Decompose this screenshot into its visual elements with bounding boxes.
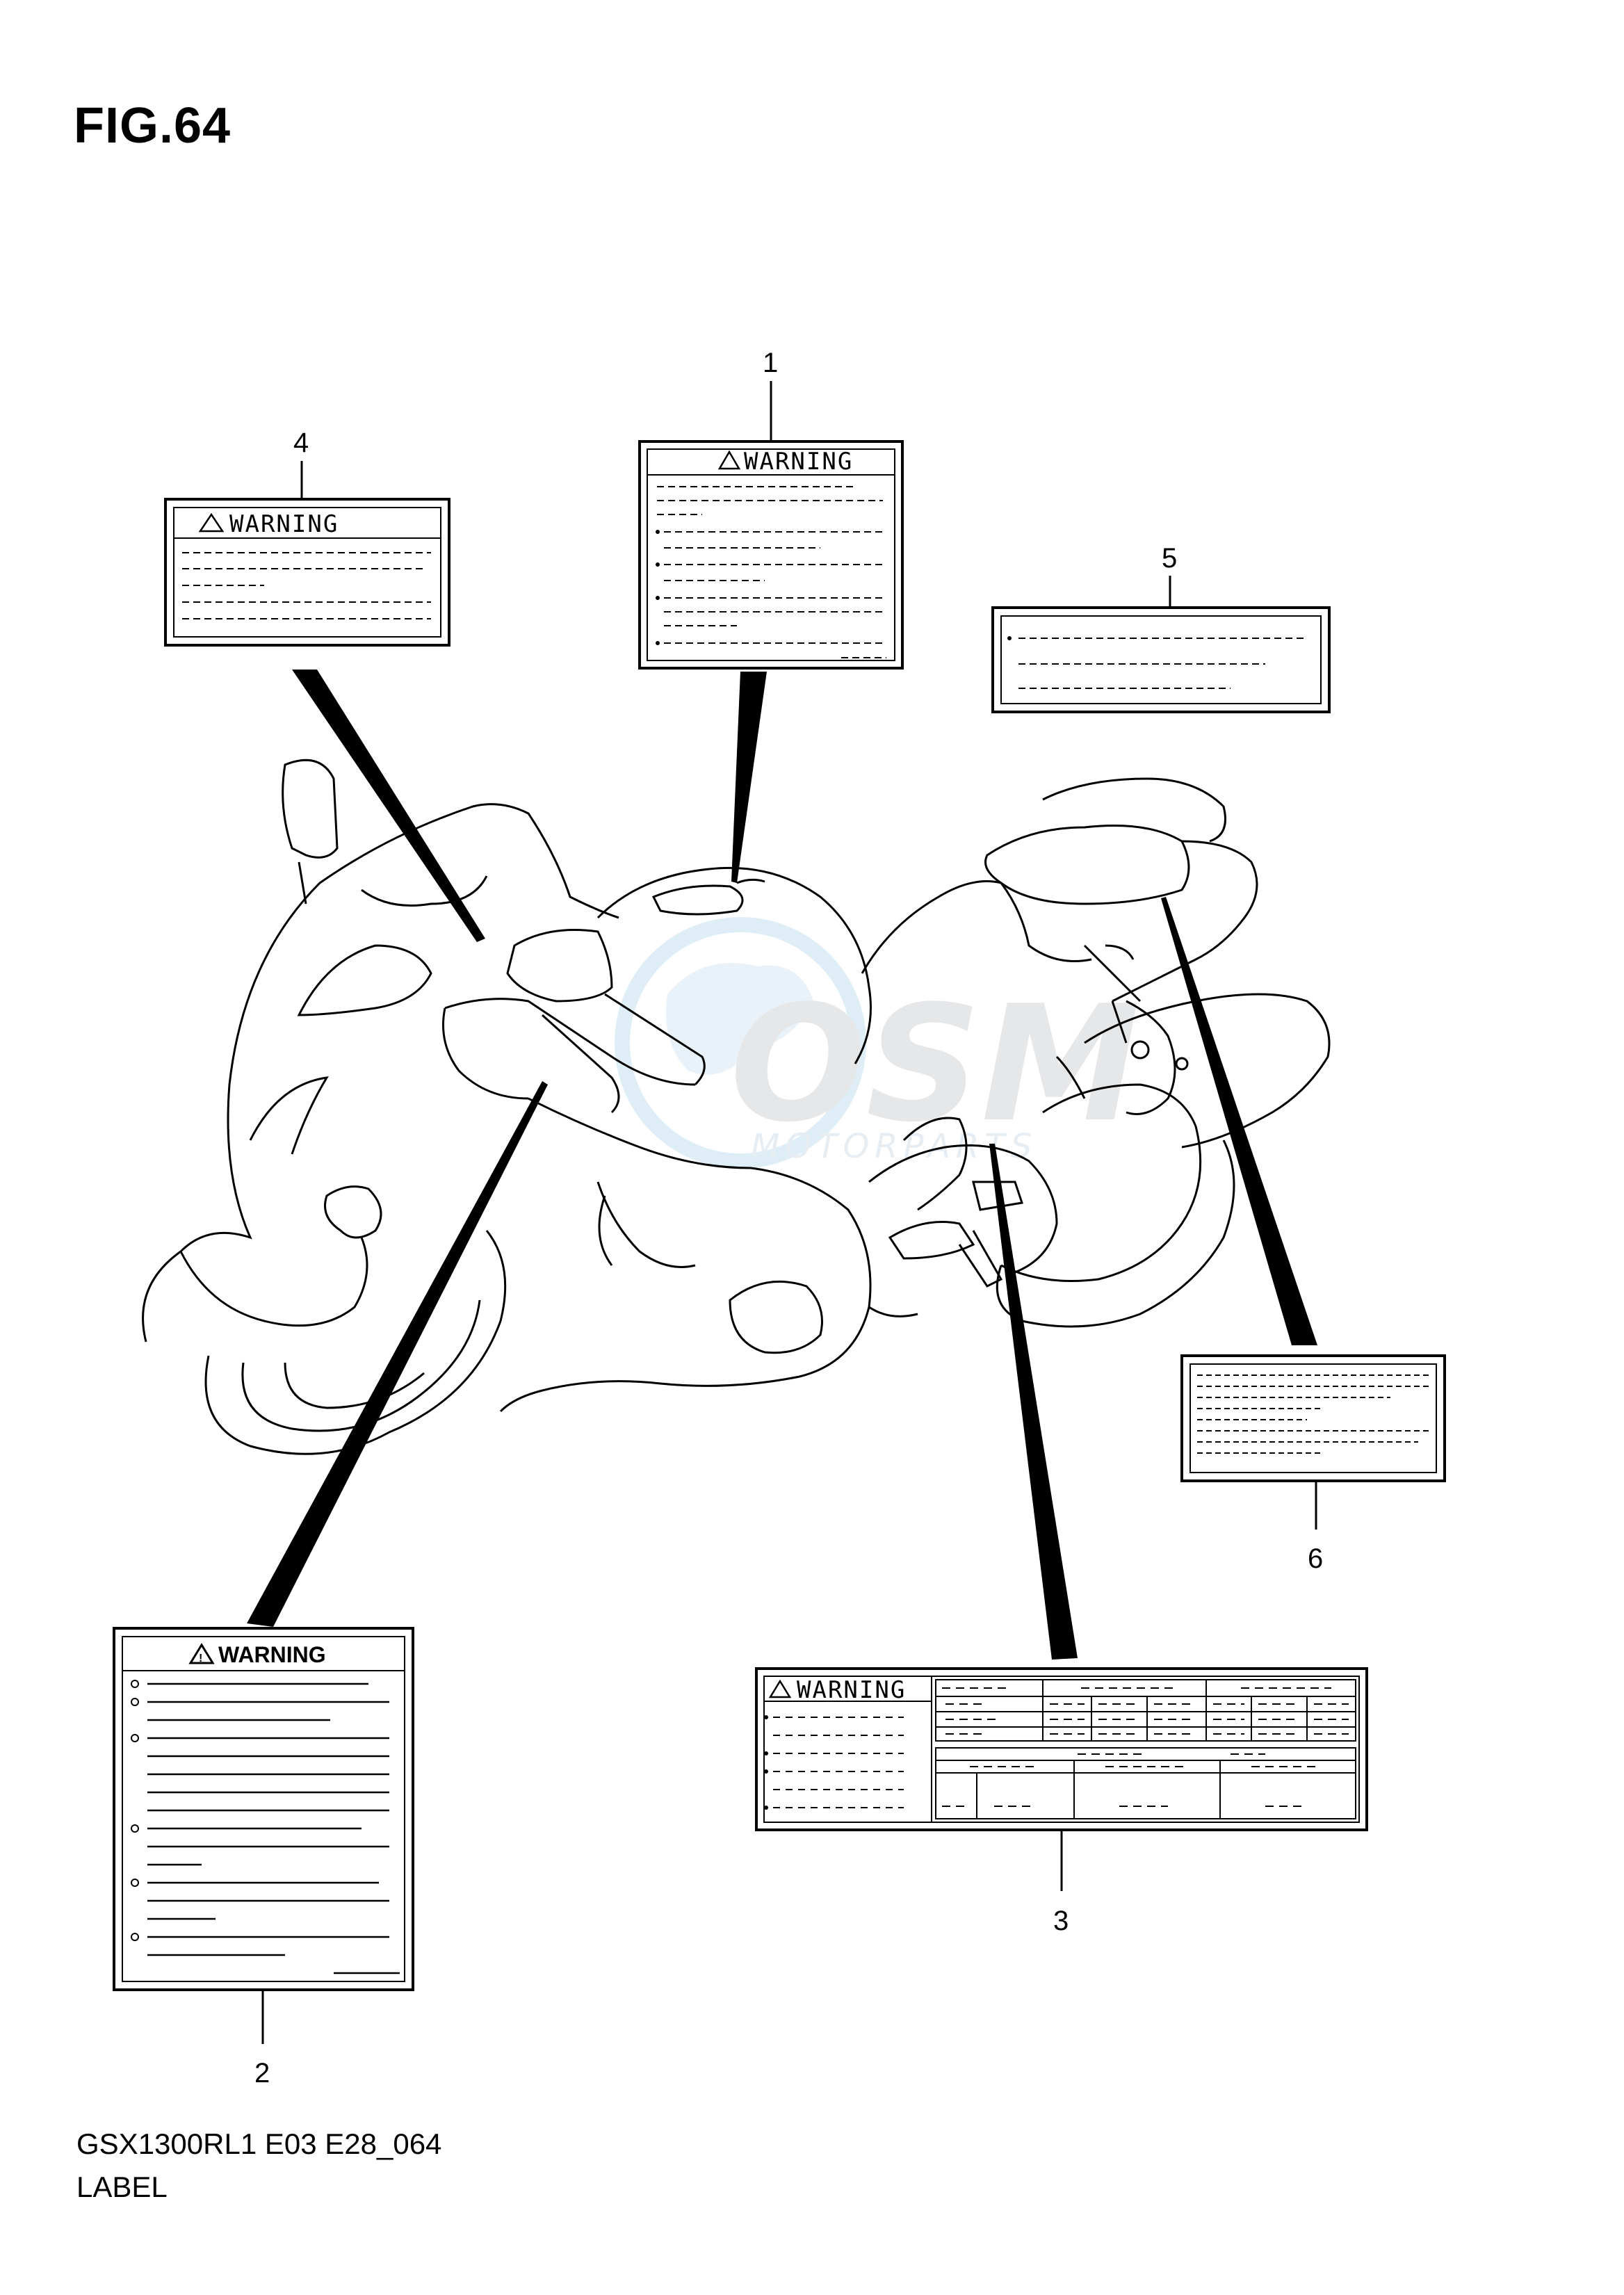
motorcycle-outline — [142, 759, 1331, 1455]
label-1: WARNING — [638, 440, 904, 670]
watermark-brand: OSM — [730, 972, 1140, 1158]
label-2-heading: WARNING — [218, 1642, 326, 1667]
leader-label-2 — [247, 1081, 548, 1627]
leader-label-4 — [292, 670, 485, 942]
watermark-map-icon — [666, 963, 813, 1075]
label-5 — [991, 606, 1331, 713]
section-name: LABEL — [76, 2171, 168, 2203]
callout-3: 3 — [1053, 1906, 1069, 1936]
label-2: ! WARNING — [113, 1627, 414, 1991]
leader-label-6 — [1161, 897, 1317, 1345]
leader-label-3 — [989, 1144, 1078, 1660]
leader-wedges — [247, 670, 1317, 1660]
callout-2: 2 — [254, 2058, 270, 2089]
warning-triangle-icon — [717, 450, 741, 470]
label-1-heading: WARNING — [744, 448, 853, 476]
model-code: GSX1300RL1 E03 E28_064 — [76, 2127, 442, 2160]
warning-triangle-icon — [198, 512, 225, 533]
figure-title: FIG.64 — [74, 98, 232, 154]
callout-numbers: 1 2 3 4 5 6 — [254, 348, 1323, 2089]
label-4: WARNING — [164, 498, 450, 647]
callout-6: 6 — [1308, 1543, 1323, 1574]
label-2-triangle-mark: ! — [199, 1653, 202, 1664]
callout-1: 1 — [763, 348, 778, 378]
warning-triangle-icon — [768, 1679, 792, 1698]
label-6 — [1180, 1354, 1446, 1482]
callout-4: 4 — [293, 428, 309, 458]
leader-label-1 — [731, 672, 767, 883]
warning-triangle-icon — [188, 1643, 215, 1664]
label-3: WARNING — [755, 1667, 1368, 1831]
callout-lines — [261, 381, 1317, 2044]
watermark-globe-icon — [615, 917, 866, 1169]
label-3-heading: WARNING — [797, 1676, 906, 1704]
callout-5: 5 — [1162, 543, 1177, 574]
label-4-heading: WARNING — [229, 510, 339, 538]
